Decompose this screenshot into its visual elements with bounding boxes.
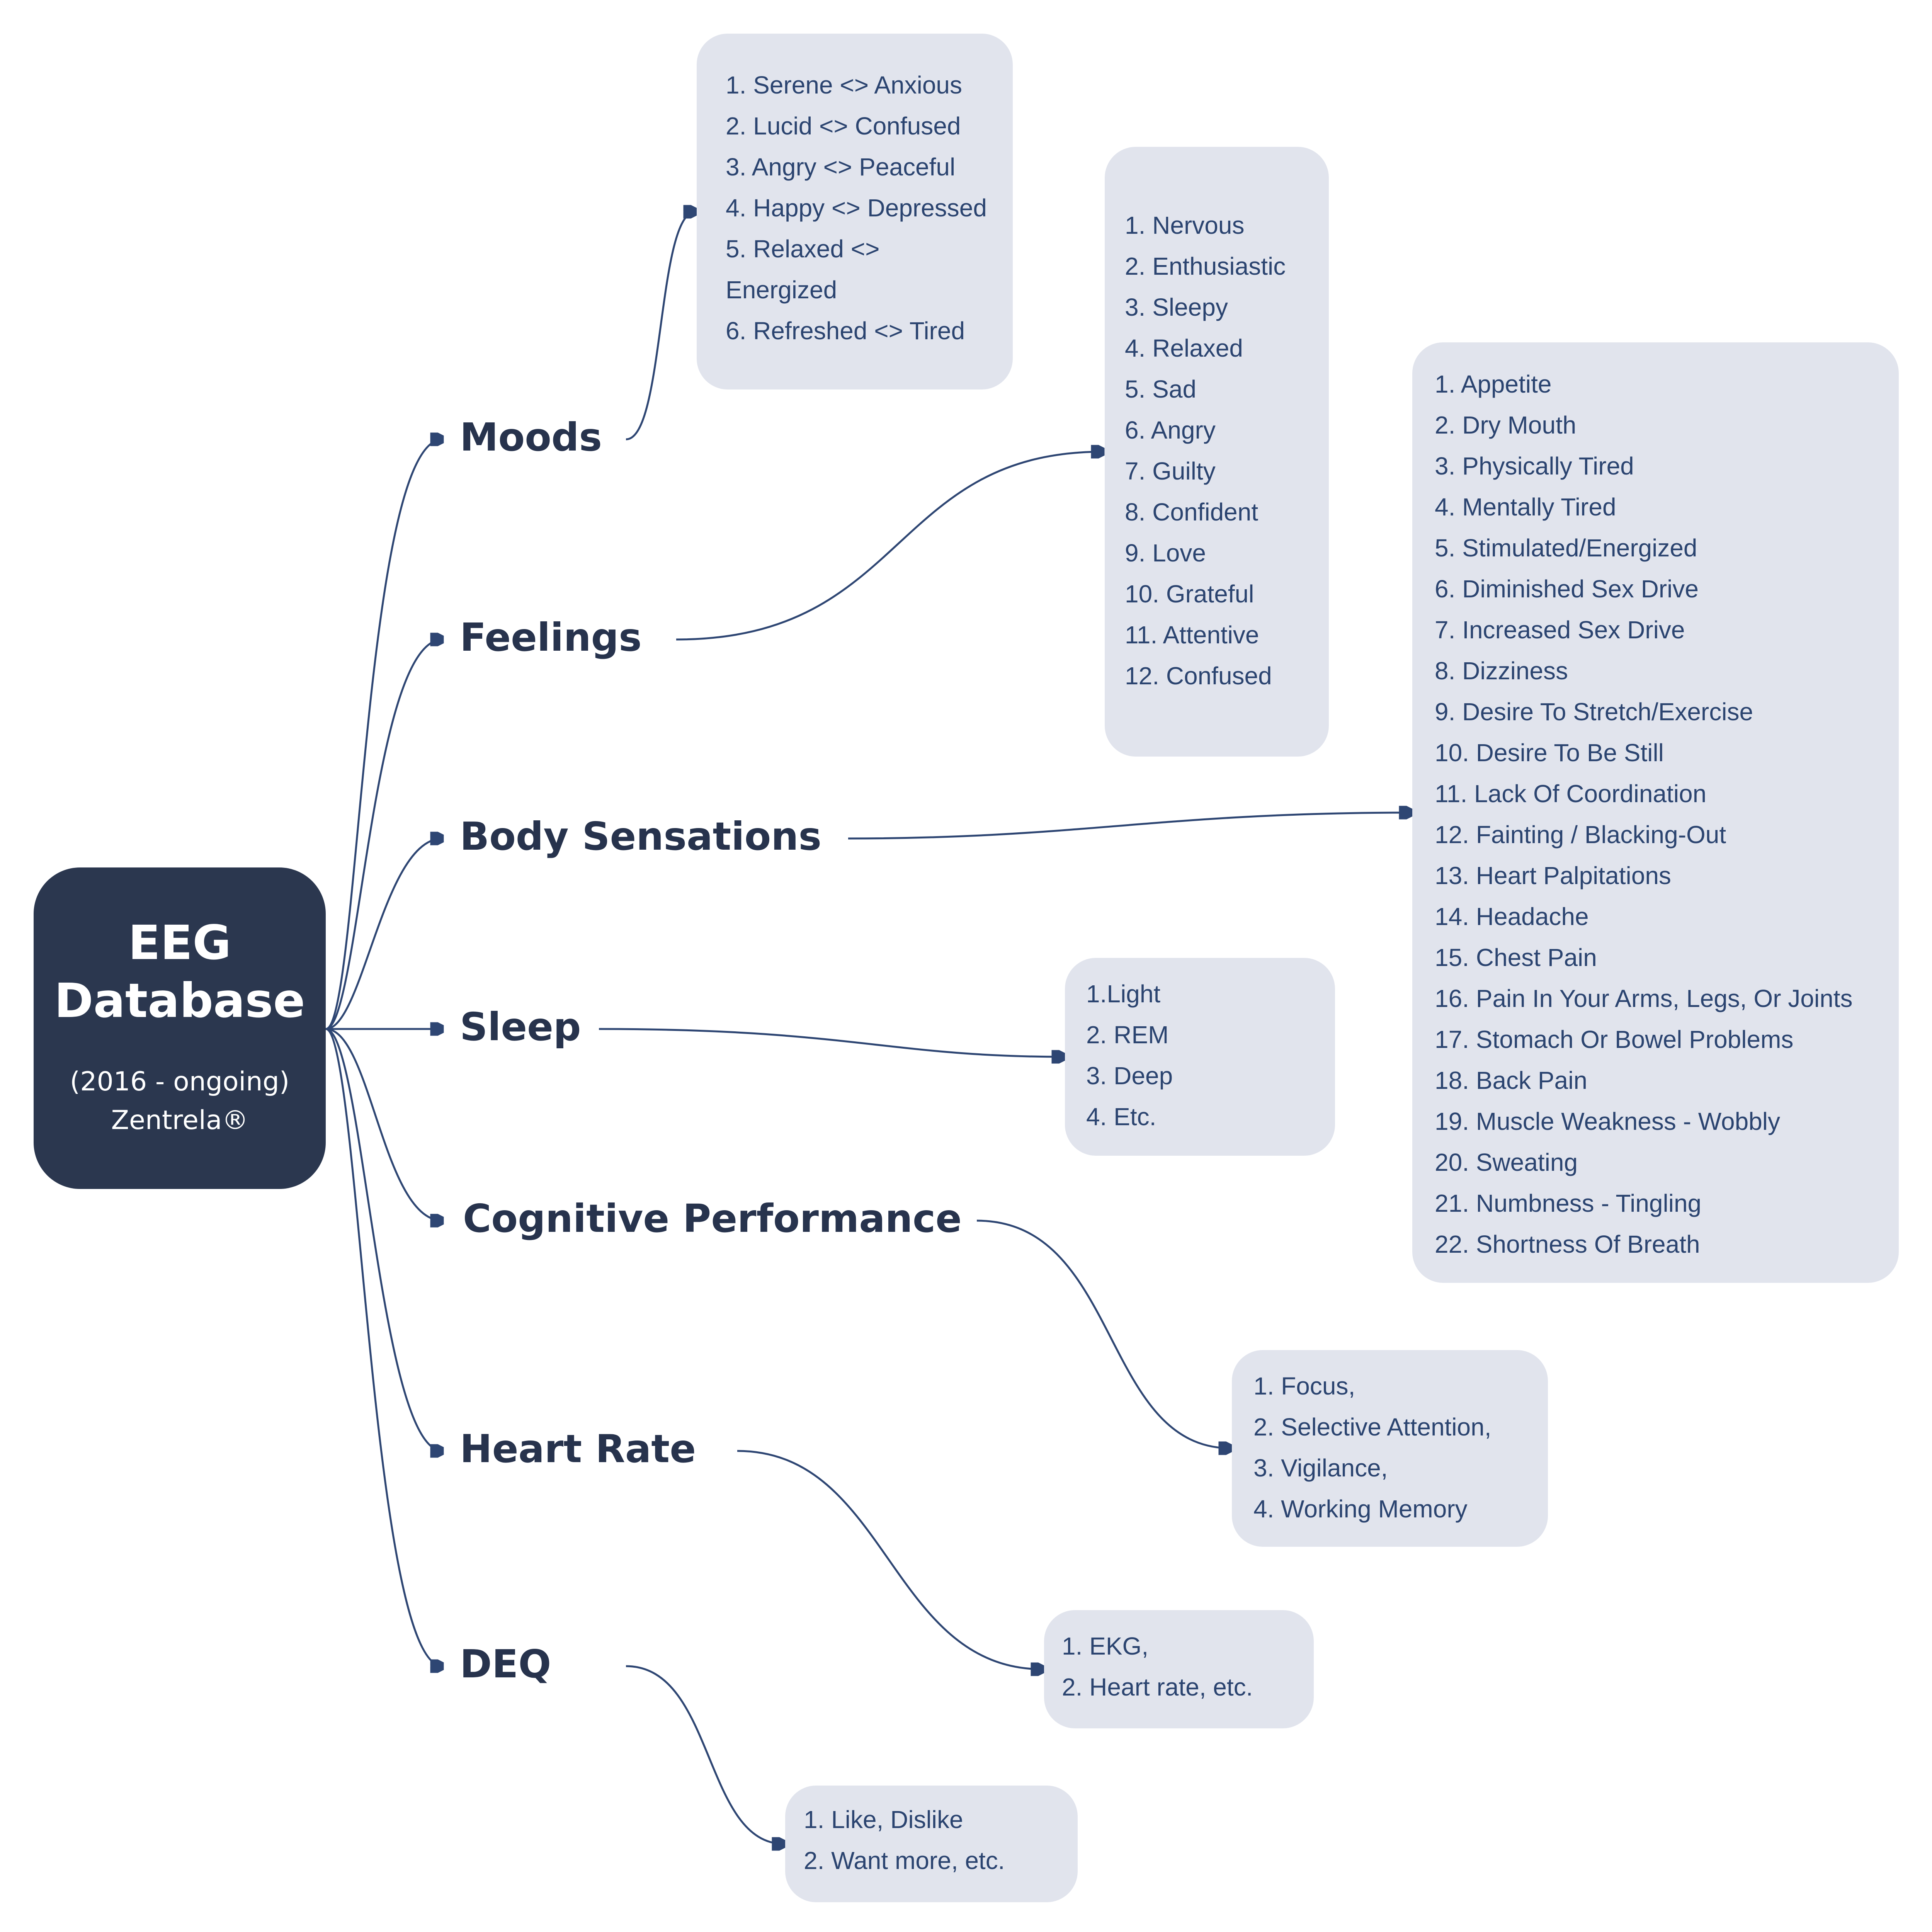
list-item: 10. Desire To Be Still: [1435, 739, 1664, 767]
root-subtitle-line2: Zentrela®: [111, 1105, 248, 1136]
root-node[interactable]: EEG Database (2016 - ongoing) Zentrela®: [34, 867, 326, 1189]
heart-rate-list: 1. EKG, 2. Heart rate, etc.: [1062, 1626, 1314, 1708]
list-item: 5. Sad: [1125, 375, 1197, 403]
list-item: 9. Love: [1125, 539, 1206, 567]
list-item: 11. Lack Of Coordination: [1435, 780, 1707, 808]
connector-root-heart-rate: [325, 1028, 442, 1451]
branch-body-sensations[interactable]: Body Sensations: [460, 814, 822, 859]
connector-feelings-box: [676, 452, 1103, 641]
branch-deq[interactable]: DEQ: [460, 1641, 551, 1687]
branch-heart-rate[interactable]: Heart Rate: [460, 1426, 696, 1471]
list-item: 3. Deep: [1086, 1062, 1173, 1090]
connector-body-sensations-box: [848, 813, 1411, 840]
list-item: 1. Serene <> Anxious: [726, 71, 962, 99]
connector-root-deq: [325, 1028, 442, 1666]
sleep-list: 1.Light 2. REM 3. Deep 4. Etc.: [1086, 973, 1335, 1137]
list-item: 5. Relaxed <>: [726, 235, 880, 263]
feelings-details-box[interactable]: 1. Nervous 2. Enthusiastic 3. Sleepy 4. Rel…: [1105, 147, 1329, 757]
list-item: 14. Headache: [1435, 903, 1589, 930]
root-subtitle-line1: (2016 - ongoing): [70, 1066, 290, 1097]
list-item: 6. Diminished Sex Drive: [1435, 575, 1699, 603]
branch-sleep[interactable]: Sleep: [460, 1004, 581, 1049]
list-item: 5. Stimulated/Energized: [1435, 534, 1697, 562]
connector-cognitive-box: [976, 1219, 1231, 1448]
list-item: 1. Nervous: [1125, 211, 1245, 239]
deq-list: 1. Like, Dislike 2. Want more, etc.: [804, 1799, 1078, 1881]
list-item: 1. Like, Dislike: [804, 1806, 963, 1833]
list-item: 4. Mentally Tired: [1435, 493, 1616, 521]
connector-root-moods: [325, 439, 442, 1030]
branch-feelings[interactable]: Feelings: [460, 615, 642, 660]
list-item: 17. Stomach Or Bowel Problems: [1435, 1026, 1794, 1053]
list-item: 7. Guilty: [1125, 457, 1216, 485]
cognitive-performance-list: 1. Focus, 2. Selective Attention, 3. Vigil…: [1253, 1366, 1548, 1529]
list-item: 2. Want more, etc.: [804, 1847, 1005, 1874]
moods-list: 1. Serene <> Anxious 2. Lucid <> Confused…: [726, 65, 1013, 351]
root-title-line2: Database: [54, 973, 305, 1028]
list-item: 3. Sleepy: [1125, 293, 1228, 321]
moods-details-box[interactable]: 1. Serene <> Anxious 2. Lucid <> Confused…: [697, 34, 1013, 389]
list-item: 6. Refreshed <> Tired: [726, 317, 965, 345]
list-item: 2. Dry Mouth: [1435, 411, 1577, 439]
root-title: EEG Database: [34, 914, 326, 1030]
list-item: 12. Fainting / Blacking-Out: [1435, 821, 1726, 849]
list-item: 2. Lucid <> Confused: [726, 112, 961, 140]
branch-moods[interactable]: Moods: [460, 415, 602, 460]
connector-root-cognitive: [325, 1028, 442, 1221]
list-item: 22. Shortness Of Breath: [1435, 1230, 1700, 1258]
list-item: 9. Desire To Stretch/Exercise: [1435, 698, 1753, 726]
cognitive-performance-details-box[interactable]: 1. Focus, 2. Selective Attention, 3. Vigil…: [1232, 1350, 1548, 1547]
list-item: 3. Physically Tired: [1435, 452, 1634, 480]
feelings-list: 1. Nervous 2. Enthusiastic 3. Sleepy 4. Rel…: [1125, 205, 1329, 696]
list-item: 4. Happy <> Depressed: [726, 194, 987, 222]
list-item: 16. Pain In Your Arms, Legs, Or Joints: [1435, 985, 1853, 1012]
connector-deq-box: [626, 1665, 784, 1844]
sleep-details-box[interactable]: 1.Light 2. REM 3. Deep 4. Etc.: [1065, 958, 1335, 1156]
connector-sleep-box: [599, 1028, 1064, 1057]
list-item: 1. EKG,: [1062, 1632, 1149, 1660]
list-item: Energized: [726, 276, 837, 304]
list-item: 13. Heart Palpitations: [1435, 862, 1671, 889]
list-item: 4. Working Memory: [1253, 1495, 1468, 1523]
connector-moods-box: [626, 212, 696, 440]
deq-details-box[interactable]: 1. Like, Dislike 2. Want more, etc.: [785, 1786, 1078, 1902]
list-item: 15. Chest Pain: [1435, 944, 1597, 971]
body-sensations-list: 1. Appetite 2. Dry Mouth 3. Physically Tir…: [1435, 364, 1899, 1265]
list-item: 8. Confident: [1125, 498, 1259, 526]
list-item: 8. Dizziness: [1435, 657, 1568, 685]
list-item: 1.Light: [1086, 980, 1161, 1008]
branch-cognitive-performance[interactable]: Cognitive Performance: [463, 1196, 962, 1241]
list-item: 3. Angry <> Peaceful: [726, 153, 956, 181]
list-item: 7. Increased Sex Drive: [1435, 616, 1685, 644]
root-subtitle: (2016 - ongoing) Zentrela®: [34, 1063, 326, 1140]
list-item: 4. Etc.: [1086, 1103, 1156, 1131]
list-item: 19. Muscle Weakness - Wobbly: [1435, 1107, 1780, 1135]
list-item: 2. Selective Attention,: [1253, 1413, 1492, 1441]
body-sensations-details-box[interactable]: 1. Appetite 2. Dry Mouth 3. Physically Tir…: [1412, 342, 1899, 1283]
root-title-line1: EEG: [128, 915, 231, 970]
list-item: 20. Sweating: [1435, 1148, 1578, 1176]
connector-root-feelings: [325, 639, 442, 1030]
list-item: 21. Numbness - Tingling: [1435, 1189, 1702, 1217]
list-item: 1. Appetite: [1435, 370, 1552, 398]
list-item: 18. Back Pain: [1435, 1066, 1587, 1094]
list-item: 2. Enthusiastic: [1125, 252, 1286, 280]
list-item: 11. Attentive: [1125, 621, 1259, 649]
list-item: 6. Angry: [1125, 416, 1216, 444]
list-item: 12. Confused: [1125, 662, 1272, 690]
connector-heart-rate-box: [737, 1450, 1043, 1669]
list-item: 2. REM: [1086, 1021, 1169, 1049]
list-item: 1. Focus,: [1253, 1372, 1355, 1400]
list-item: 10. Grateful: [1125, 580, 1254, 608]
connector-root-body-sensations: [325, 838, 442, 1030]
heart-rate-details-box[interactable]: 1. EKG, 2. Heart rate, etc.: [1044, 1610, 1314, 1728]
list-item: 3. Vigilance,: [1253, 1454, 1388, 1482]
list-item: 2. Heart rate, etc.: [1062, 1673, 1253, 1701]
list-item: 4. Relaxed: [1125, 334, 1243, 362]
